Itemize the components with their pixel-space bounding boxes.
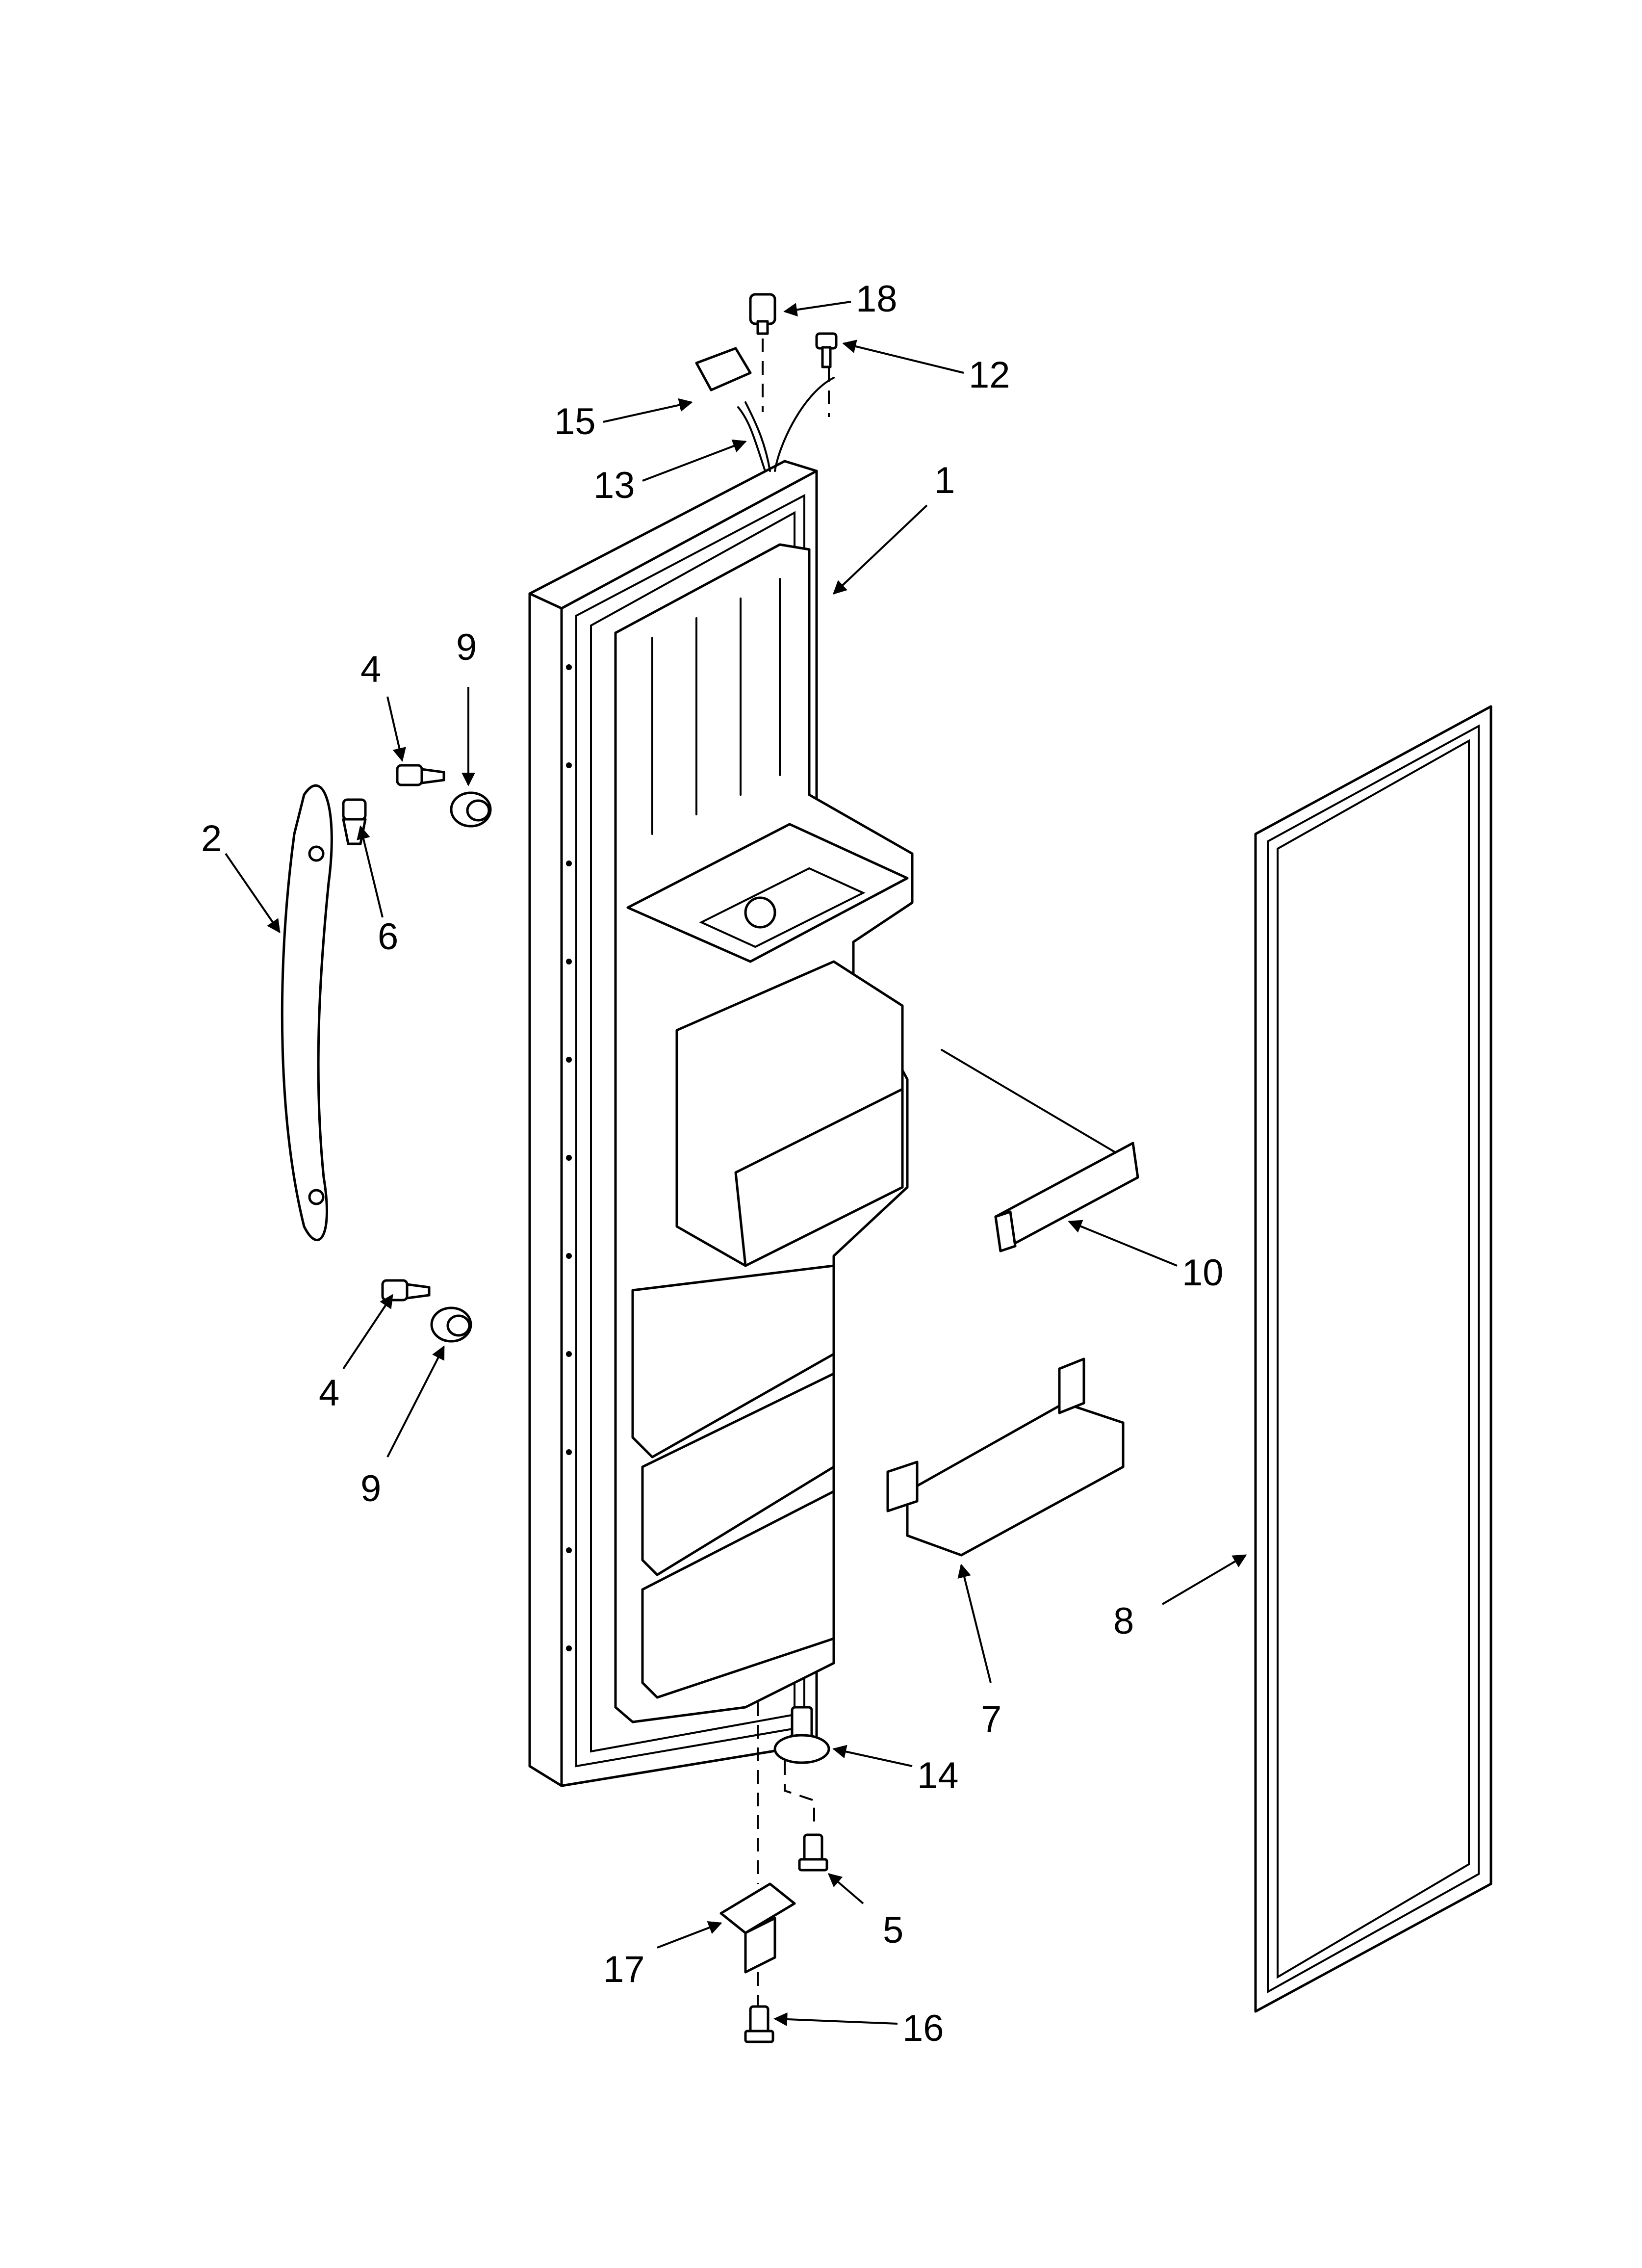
callout-6: 6 <box>378 916 398 958</box>
handle-screw-lower <box>381 1279 431 1302</box>
callout-12: 12 <box>969 354 1010 396</box>
callout-13: 13 <box>593 465 635 506</box>
callout-9-upper: 9 <box>456 626 477 668</box>
screw-16 <box>744 2005 774 2043</box>
callout-14: 14 <box>917 1755 959 1797</box>
trim-strip <box>941 1049 1139 1252</box>
light-socket <box>749 293 776 335</box>
callout-labels: 18 12 15 13 1 4 9 2 6 4 9 10 7 8 14 5 17… <box>201 278 1224 2049</box>
screw-12 <box>815 332 838 417</box>
callout-7: 7 <box>981 1698 1001 1740</box>
callout-17: 17 <box>603 1949 645 1990</box>
door-handle <box>281 784 333 1242</box>
edge-screw-holes <box>566 664 572 1651</box>
callout-1: 1 <box>934 460 955 501</box>
door-gasket <box>1254 705 1492 2013</box>
callout-15: 15 <box>554 401 596 443</box>
callout-9-lower: 9 <box>360 1468 381 1510</box>
callout-2: 2 <box>201 818 222 860</box>
callout-10: 10 <box>1182 1252 1224 1294</box>
callout-18: 18 <box>856 278 898 320</box>
callout-4-lower: 4 <box>319 1372 339 1414</box>
callout-4-upper: 4 <box>360 649 381 690</box>
screw-5 <box>798 1833 828 1872</box>
callout-8: 8 <box>1113 1600 1134 1642</box>
spacer-upper <box>450 791 492 828</box>
callout-16: 16 <box>902 2007 944 2049</box>
door-bin <box>886 1357 1125 1557</box>
hinge-bracket <box>719 1702 796 2007</box>
spacer-lower <box>430 1306 472 1343</box>
callout-5: 5 <box>883 1909 903 1951</box>
connector-block <box>695 347 752 391</box>
leader-lines <box>225 301 1247 2026</box>
handle-screw-upper <box>396 764 445 786</box>
door-panel <box>528 460 914 1787</box>
wire-harness <box>695 339 835 472</box>
hinge-pin <box>773 1706 830 1825</box>
